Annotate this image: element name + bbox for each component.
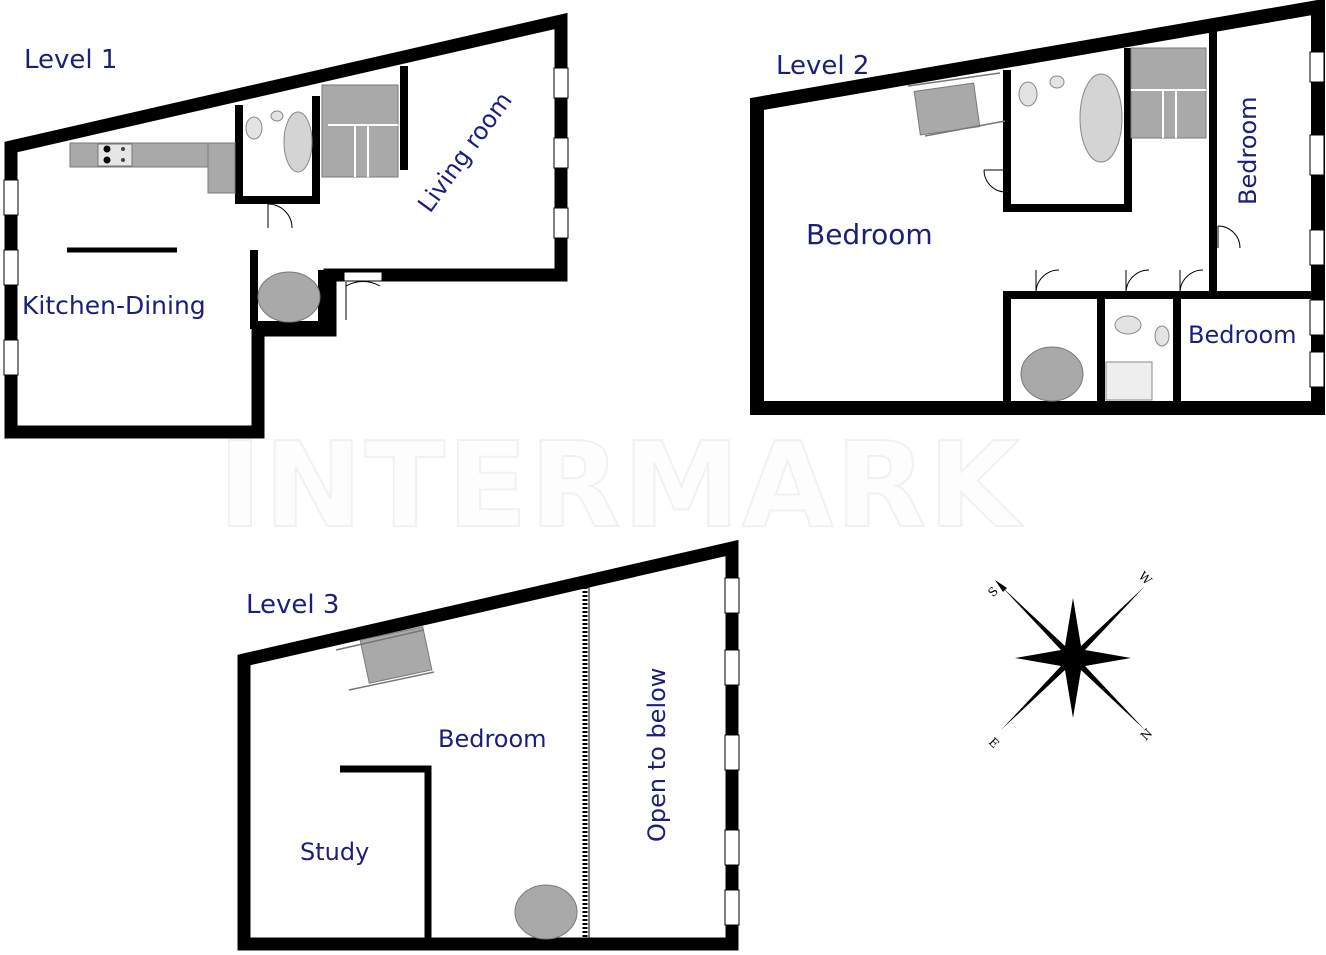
level-2-lower-walls	[1003, 291, 1313, 404]
door-icon	[345, 280, 381, 320]
level-1-hall-wall	[250, 250, 326, 329]
level-3-study-walls	[340, 765, 432, 944]
level-1-windows	[3, 67, 569, 376]
level-2-outer-walls	[750, 0, 1325, 415]
room-label-bedroom-right: Bedroom	[1234, 96, 1262, 205]
level-2-title: Level 2	[776, 51, 869, 81]
watermark: INTERMARK	[218, 416, 1024, 554]
shower-tray-icon	[1105, 361, 1153, 401]
toilet-icon	[1018, 81, 1038, 107]
stair-rails	[1131, 89, 1206, 138]
burner-icon	[103, 145, 111, 153]
compass-rose-icon: S W N E	[985, 569, 1155, 751]
bathtub-icon	[1079, 73, 1123, 163]
burner-icon	[121, 147, 125, 151]
level-1-outer-walls	[4, 12, 568, 439]
room-label-living-room: Living room	[412, 87, 518, 218]
stove-icon	[97, 143, 133, 167]
toilet-icon	[245, 116, 263, 140]
room-label-kitchen-dining: Kitchen-Dining	[22, 291, 206, 320]
kitchen-counter-return	[207, 142, 236, 194]
sink-icon	[270, 110, 284, 122]
door-icon	[1217, 225, 1241, 249]
room-label-bedroom-main: Bedroom	[806, 218, 933, 251]
round-fixture	[257, 271, 321, 323]
level-1-plan: Level 1	[3, 12, 569, 439]
door-icon	[1179, 269, 1204, 294]
bathtub-icon	[283, 111, 313, 173]
level-3-outer-walls	[237, 539, 739, 951]
level-3-windows	[724, 577, 740, 926]
compass-label-e: E	[986, 735, 1002, 751]
door-icon	[983, 169, 1005, 193]
door-icon	[1125, 269, 1150, 294]
sink-icon	[1154, 325, 1170, 347]
room-label-bedroom-level3: Bedroom	[438, 725, 547, 753]
room-label-open-to-below: Open to below	[643, 668, 671, 842]
compass-label-w: W	[1136, 569, 1155, 588]
level-2-windows	[1309, 51, 1325, 388]
level-1-bath-walls	[235, 96, 320, 204]
compass-label-s: S	[985, 584, 1001, 600]
skylight-icon	[907, 72, 1006, 137]
stair-rails	[328, 124, 398, 177]
round-fixture	[514, 884, 578, 940]
sink-icon	[1049, 75, 1065, 89]
door-icon	[1035, 269, 1060, 294]
compass-label-n: N	[1138, 726, 1155, 743]
skylight-icon	[335, 626, 435, 691]
level-2-bath-walls	[1003, 48, 1132, 212]
room-label-bedroom-small: Bedroom	[1188, 321, 1297, 349]
stairs-icon	[1130, 47, 1207, 139]
room-label-study: Study	[300, 838, 369, 866]
round-fixture	[1020, 346, 1084, 402]
toilet-icon	[1114, 315, 1142, 335]
stairs-icon	[321, 84, 399, 178]
level-2-plan: Level 2	[750, 0, 1325, 415]
burner-icon	[103, 156, 111, 164]
level-3-title: Level 3	[246, 590, 339, 620]
level-1-title: Level 1	[24, 45, 117, 75]
burner-icon	[121, 158, 125, 162]
door-threshold	[343, 271, 383, 282]
level-3-plan: Level 3 Bedroom Study Open to below	[237, 539, 740, 951]
door-icon	[267, 203, 293, 229]
